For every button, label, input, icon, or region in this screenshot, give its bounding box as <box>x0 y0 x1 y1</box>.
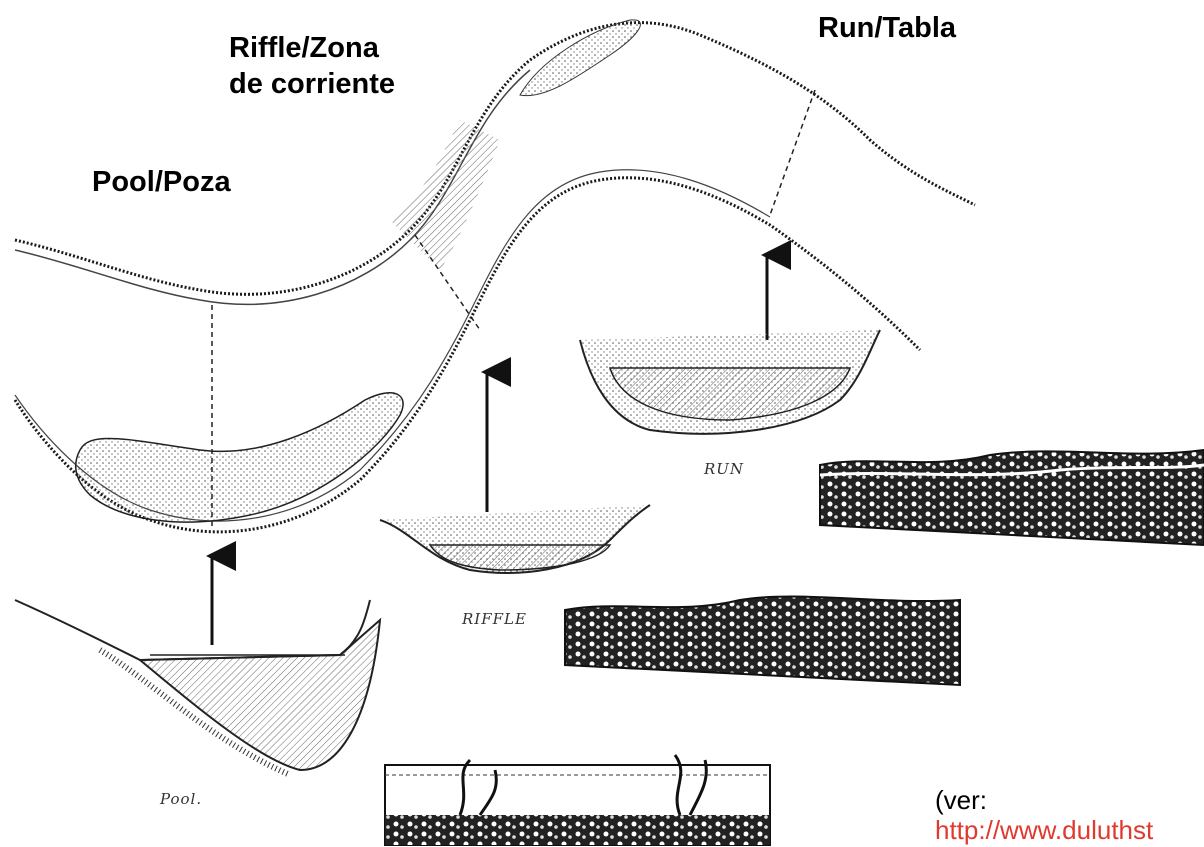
pool-cross-section <box>15 600 380 775</box>
riffle-sketch-label: RIFFLE <box>462 610 527 628</box>
run-section-line <box>770 90 815 215</box>
run-substrate-block <box>820 450 1204 545</box>
riffle-substrate-block <box>565 596 960 685</box>
run-label: Run/Tabla <box>818 10 956 46</box>
upper-bank <box>15 23 975 295</box>
riffle-label: Riffle/Zona de corriente <box>229 30 395 102</box>
run-sketch-label: RUN <box>704 460 744 478</box>
pool-substrate-block <box>385 755 770 845</box>
reference-link[interactable]: http://www.duluthst <box>935 814 1204 847</box>
riffle-cross-section <box>380 505 650 573</box>
pool-label: Pool/Poza <box>92 164 231 200</box>
pool-sketch-label: Pool. <box>160 790 202 808</box>
reference-prefix: (ver: <box>935 784 987 817</box>
point-bar <box>76 393 403 522</box>
run-cross-section <box>580 330 880 434</box>
riffle-zone <box>390 120 500 270</box>
